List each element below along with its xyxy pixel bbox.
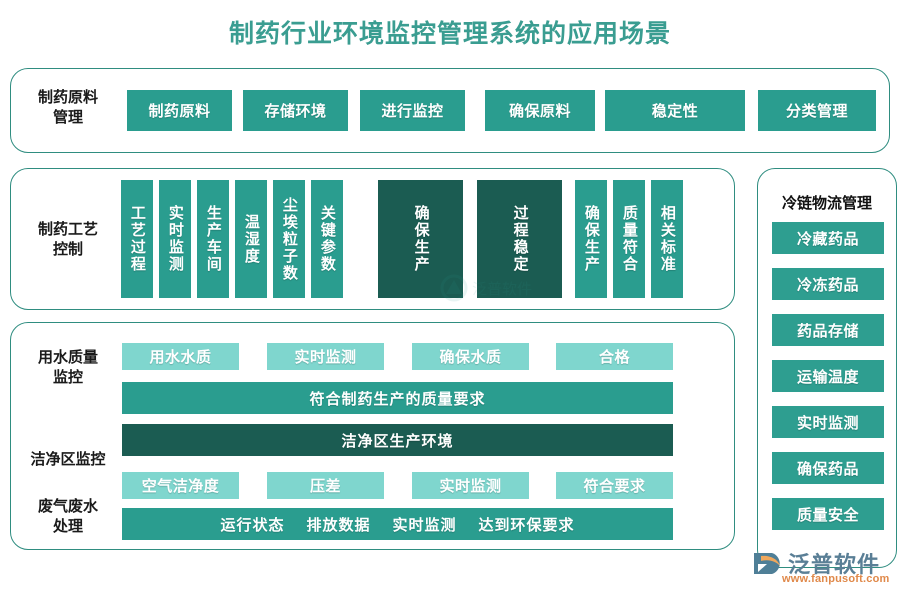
bar-waste-seg-1: 排放数据 [306,516,371,534]
bar-waste-seg-3: 达到环保要求 [478,516,575,534]
bar-water-quality[interactable]: 符合制药生产的质量要求 [122,382,673,414]
section-label-raw-material: 制药原料 管理 [37,89,98,126]
chip-clean-2[interactable]: 实时监测 [412,472,529,499]
section-label-waste-treatment: 废气废水 处理 [37,498,98,535]
page-title: 制药行业环境监控管理系统的应用场景 [228,20,671,48]
chip-process-6-line1: 确保生产 [412,205,430,273]
chip-cold-chain-0[interactable]: 冷藏药品 [772,222,884,254]
chip-raw-material-4[interactable]: 稳定性 [605,90,745,131]
chip-raw-material-3[interactable]: 确保原料 [485,90,595,131]
chip-process-0[interactable]: 工艺过程 [121,180,153,298]
chip-cold-chain-3[interactable]: 运输温度 [772,360,884,392]
bar-clean-area[interactable]: 洁净区生产环境 [122,424,673,456]
chip-water-1[interactable]: 实时监测 [267,343,384,370]
section-label-clean-area: 洁净区监控 [30,451,106,468]
chip-cold-chain-5[interactable]: 确保药品 [772,452,884,484]
chip-clean-0[interactable]: 空气洁净度 [122,472,239,499]
chip-process-9[interactable]: 质量符合 [613,180,645,298]
chip-process-2[interactable]: 生产车间 [197,180,229,298]
brand-logo[interactable]: 泛普软件 www.fanpusoft.com [752,548,892,592]
chip-cold-chain-2[interactable]: 药品存储 [772,314,884,346]
brand-url: www.fanpusoft.com [782,573,890,585]
chip-process-3[interactable]: 温湿度 [235,180,267,298]
chip-cold-chain-4[interactable]: 实时监测 [772,406,884,438]
chip-raw-material-2[interactable]: 进行监控 [360,90,465,131]
bar-waste-seg-2: 实时监测 [392,516,457,534]
chip-process-10[interactable]: 相关标准 [651,180,683,298]
chip-water-3[interactable]: 合格 [556,343,673,370]
chip-process-7-line1: 过程稳定 [511,205,529,273]
chip-process-7[interactable]: 过程稳定 [477,180,562,298]
chip-process-6[interactable]: 确保生产 [378,180,463,298]
section-label-water-quality: 用水质量 监控 [37,349,98,386]
bar-waste-seg-0: 运行状态 [220,516,285,534]
brand-name: 泛普软件 [788,552,881,577]
fanpu-logo-icon [752,550,786,581]
chip-raw-material-5[interactable]: 分类管理 [758,90,876,131]
chip-clean-3[interactable]: 符合要求 [556,472,673,499]
chip-process-8[interactable]: 确保生产 [575,180,607,298]
chip-water-2[interactable]: 确保水质 [412,343,529,370]
chip-cold-chain-6[interactable]: 质量安全 [772,498,884,530]
chip-process-1[interactable]: 实时监测 [159,180,191,298]
chip-raw-material-0[interactable]: 制药原料 [127,90,232,131]
cold-chain-title: 冷链物流管理 [781,195,872,212]
section-label-process-control: 制药工艺 控制 [37,221,98,258]
chip-raw-material-1[interactable]: 存储环境 [243,90,348,131]
bar-waste-treatment[interactable]: 运行状态 排放数据 实时监测 达到环保要求 [122,508,673,540]
chip-cold-chain-1[interactable]: 冷冻药品 [772,268,884,300]
chip-water-0[interactable]: 用水水质 [122,343,239,370]
chip-process-4[interactable]: 尘埃粒子数 [273,180,305,298]
chip-clean-1[interactable]: 压差 [267,472,384,499]
chip-process-5[interactable]: 关键参数 [311,180,343,298]
